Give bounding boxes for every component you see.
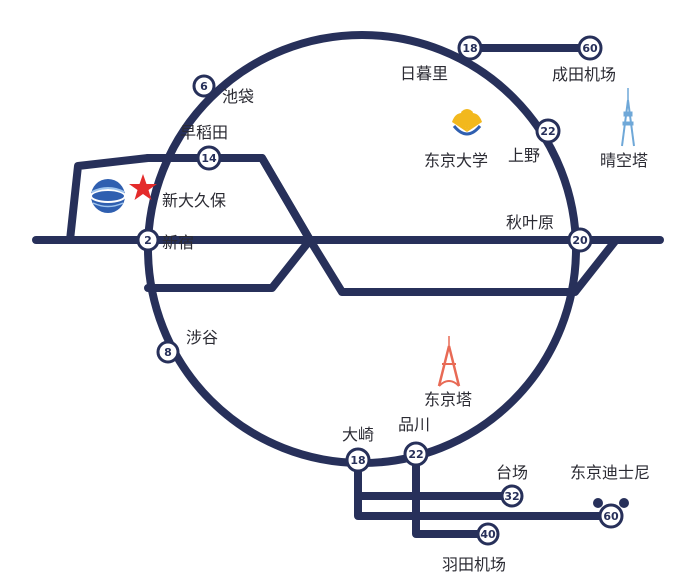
marker-label: 60 [603,510,619,523]
central-branch [258,154,314,244]
ginkgo-logo-icon [452,109,482,136]
star-icon [129,174,157,200]
east-branch-line [306,236,620,296]
marker-label: 18 [462,42,477,55]
station-osaki: 大崎 [342,425,374,444]
station-nippori: 日暮里 [400,64,448,83]
tokyo-tower-icon [437,336,461,387]
route-marker-18-bottom: 18 [345,447,371,473]
landmark-utokyo: 东京大学 [424,151,488,170]
station-shibuya: 涉谷 [186,328,218,347]
station-ikebukuro: 池袋 [222,87,254,106]
route-marker-22-top: 22 [535,118,561,144]
station-shinagawa: 品川 [398,415,430,434]
skytree-icon [621,88,635,147]
marker-label: 22 [540,125,555,138]
station-shinokubo: 新大久保 [162,191,226,210]
station-haneda: 羽田机场 [442,555,506,574]
route-marker-6: 6 [192,74,216,98]
route-marker-22-bottom: 22 [403,441,429,467]
landmark-skytree: 晴空塔 [600,151,648,170]
station-shinjuku: 新宿 [162,233,194,252]
disney-line [354,456,615,520]
marker-label: 2 [144,234,152,247]
station-waseda: 早稻田 [180,123,228,142]
marker-label: 8 [164,346,172,359]
haneda-line [412,450,492,538]
station-narita: 成田机场 [552,65,616,84]
route-marker-60-bottom: 60 [598,503,624,529]
marker-label: 60 [582,42,598,55]
west-box-line [66,154,152,244]
mickey-ears-icon [593,498,629,508]
marker-label: 40 [480,528,496,541]
marker-label: 6 [200,80,208,93]
route-marker-2: 2 [136,228,160,252]
station-disney: 东京迪士尼 [570,463,650,482]
route-marker-32: 32 [500,484,524,508]
route-marker-8: 8 [156,340,180,364]
station-odaiba: 台场 [496,463,528,482]
route-marker-40: 40 [476,522,500,546]
route-marker-20: 20 [567,227,593,253]
station-akihabara: 秋叶原 [506,213,554,232]
marker-label: 14 [201,152,217,165]
central-line [144,154,314,292]
loop-line [144,31,580,467]
route-marker-14: 14 [196,145,222,171]
landmark-tokyo-tower: 东京塔 [424,390,472,409]
marker-label: 22 [408,448,423,461]
company-globe-logo [90,179,126,213]
route-marker-60-top: 60 [577,35,603,61]
marker-label: 18 [350,454,365,467]
route-marker-18-top: 18 [457,35,483,61]
marker-label: 32 [504,490,519,503]
marker-label: 20 [572,234,588,247]
station-ueno: 上野 [508,146,540,165]
